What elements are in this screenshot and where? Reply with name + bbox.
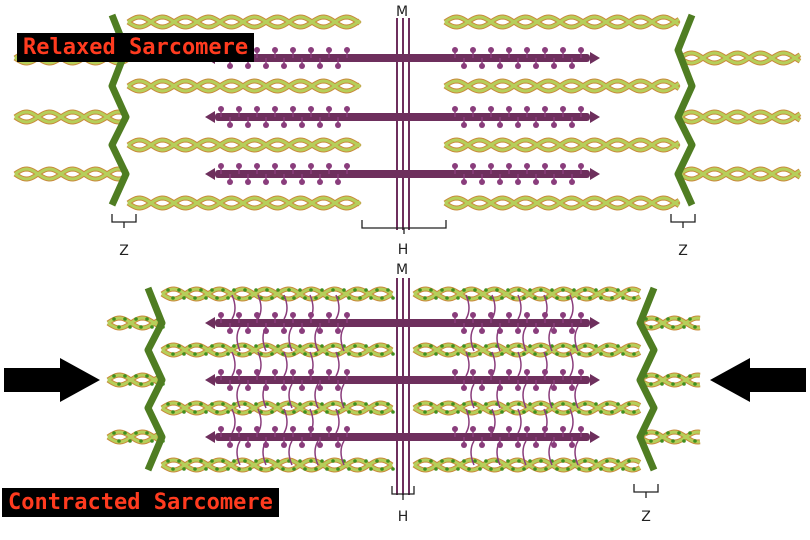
m-line-label-relaxed: M [396,4,408,20]
thin-filament [640,431,700,443]
thin-filament [128,198,360,208]
thin-filament [445,140,679,150]
contracted-title: Contracted Sarcomere [2,488,279,517]
h-zone-label-contracted: H [398,509,409,525]
m-line [397,278,409,495]
z-disc-label-left-relaxed: Z [119,243,129,259]
thin-filament [128,81,360,91]
thin-filament [445,81,679,91]
z-disc-label-right-contracted: Z [641,509,651,525]
cross-bridge [232,352,235,376]
thin-filament [162,402,395,414]
thin-filament [128,140,360,150]
contracted-title-text: Contracted Sarcomere [8,490,273,515]
thin-filament [640,374,700,386]
thin-filament [162,459,395,471]
thin-filament [680,53,800,63]
z-disc-bracket-right-contracted [634,484,658,498]
relaxed-title: Relaxed Sarcomere [17,33,254,62]
arrow-right-icon [4,358,100,402]
relaxed-title-text: Relaxed Sarcomere [23,35,248,60]
thin-filament [414,288,640,300]
thin-filament [15,169,127,179]
m-line-label-contracted: M [396,262,408,278]
thin-filament [414,344,640,356]
thin-filament [162,344,395,356]
z-disc-bracket-right-relaxed [671,214,695,228]
thin-filament [414,459,640,471]
m-line [397,18,409,230]
contracted-sarcomere [108,278,700,500]
h-zone-label-relaxed: H [398,242,409,258]
thin-filament [680,169,800,179]
thin-filament [445,198,679,208]
arrow-left-icon [710,358,806,402]
z-disc-bracket-left-relaxed [112,214,136,228]
thin-filament [680,112,800,122]
thin-filament [162,288,395,300]
thin-filament [128,17,360,27]
thin-filament [15,112,127,122]
thin-filament [640,317,700,329]
z-disc-label-right-relaxed: Z [678,243,688,259]
thin-filament [445,17,679,27]
thin-filament [414,402,640,414]
